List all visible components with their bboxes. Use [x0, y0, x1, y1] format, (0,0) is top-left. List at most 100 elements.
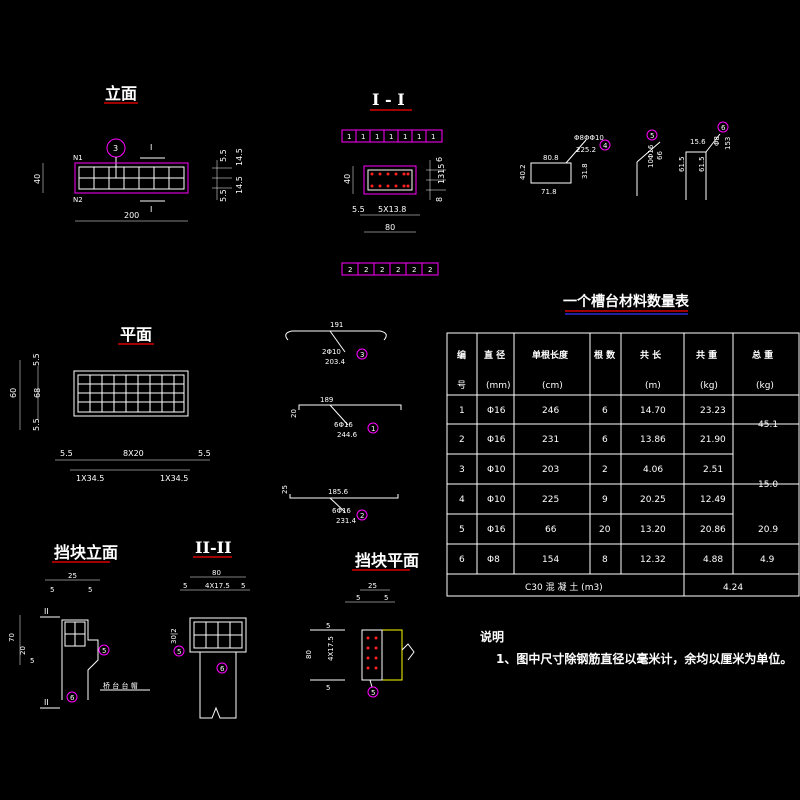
rebar-4-spec: Φ8ΦΦ10: [574, 134, 604, 142]
rebar-5-length: 66: [656, 151, 664, 160]
block-plan-view: 挡块平面 25 5 5 80 4X17.5 5 5 5: [305, 551, 419, 698]
dim-5-right: 5: [88, 586, 92, 594]
dim-5-right: 5: [384, 594, 388, 602]
rebar-3-top: 191: [330, 321, 343, 329]
svg-text:20.25: 20.25: [640, 495, 666, 505]
svg-text:6: 6: [70, 694, 75, 702]
svg-text:2: 2: [396, 266, 400, 274]
rebar-5-circle: [367, 686, 379, 698]
dim-5-bottom: 5: [326, 684, 330, 692]
rebar-3-length: 203.4: [325, 358, 346, 366]
table-row: 5 Φ16 66 20 13.20 20.86: [459, 525, 726, 535]
rebar-3-spec: 2Φ10: [322, 348, 341, 356]
rebar-4-leader: [565, 139, 587, 164]
dim-14-5-bottom: 14.5: [235, 176, 244, 194]
section-outline: [363, 165, 417, 195]
plan-dim-1x34-5-left: 1X34.5: [76, 474, 104, 483]
elevation-title: 立面: [105, 84, 137, 103]
rebar-5-circle: [173, 645, 185, 657]
svg-text:6: 6: [721, 124, 726, 132]
rebar-5-circle: [646, 129, 658, 141]
svg-text:154: 154: [542, 555, 559, 565]
rebar-4-height: 40.2: [519, 164, 527, 180]
rebar-4-side: 31.8: [581, 163, 589, 179]
dim-5: 5: [30, 657, 34, 665]
svg-text:4.88: 4.88: [703, 555, 723, 565]
col-header-no: 编: [457, 349, 466, 361]
svg-text:Φ10: Φ10: [487, 465, 506, 475]
section-rebar-dots: [370, 172, 410, 188]
svg-text:Φ10: Φ10: [487, 495, 506, 505]
plan-dim-5-5-right: 5.5: [198, 449, 211, 458]
dim-5x13-8: 5X13.8: [378, 205, 406, 214]
rebar-1-length: 244.6: [337, 431, 358, 439]
dim-4x17-5: 4X17.5: [327, 636, 335, 661]
rebar-4-circle: [599, 139, 611, 151]
rebar-5-spec: 10Φ16: [647, 144, 655, 168]
rebar-grid: [79, 167, 184, 189]
svg-text:6: 6: [220, 665, 225, 673]
rebar-6-circle: [717, 121, 729, 133]
col-header-grand-weight: 总 重: [752, 349, 773, 361]
block-rebar-dots: [366, 636, 378, 670]
section-mark-bottom: II: [44, 698, 49, 707]
svg-text:2: 2: [459, 435, 465, 445]
section-outline: [189, 617, 247, 653]
block-body: [361, 629, 383, 681]
block-elevation-title: 挡块立面: [54, 543, 118, 562]
rebar-2-top: 185.6: [328, 488, 349, 496]
svg-text:12.49: 12.49: [700, 495, 726, 505]
rebar-details-mid: 191 2Φ10 203.4 3 189 20 6Φ16 244.6 1 185…: [281, 321, 402, 525]
total-weight-rows-3-4: 15.0: [758, 480, 778, 490]
dim-70: 70: [8, 633, 16, 642]
abutment-cap-label: 桥 台 台 帽: [103, 681, 138, 690]
break-line: [401, 643, 415, 661]
rebar-marker-number: 3: [113, 144, 118, 153]
svg-text:8: 8: [602, 555, 608, 565]
svg-text:23.23: 23.23: [700, 406, 726, 416]
notes: 说明 1、图中尺寸除钢筋直径以毫米计，余均以厘米为单位。: [480, 629, 792, 666]
dim-8: 8: [435, 197, 444, 202]
dim-5-left: 5: [50, 586, 54, 594]
svg-text:14.70: 14.70: [640, 406, 666, 416]
concrete-label: C30 混 凝 土 (m3): [525, 581, 603, 593]
svg-text:6: 6: [459, 555, 465, 565]
section-2-title: II-II: [195, 538, 232, 557]
rebar-2-side: 25: [281, 485, 289, 494]
dim-width-200: 200: [124, 211, 139, 220]
svg-text:5: 5: [177, 648, 181, 656]
rebar-6-circle: [216, 662, 228, 674]
svg-text:1: 1: [459, 406, 465, 416]
svg-text:Φ8: Φ8: [487, 555, 500, 565]
total-weight-row-5: 20.9: [758, 525, 778, 535]
plan-dim-5-5-left: 5.5: [60, 449, 73, 458]
svg-text:4: 4: [603, 142, 608, 150]
svg-text:1: 1: [403, 133, 407, 141]
svg-text:5: 5: [650, 132, 654, 140]
svg-text:2: 2: [348, 266, 352, 274]
svg-text:9: 9: [602, 495, 608, 505]
rebar-4-length: 225.2: [576, 146, 596, 154]
section-1-view: I - I 1 1 1 1 1 1 1 40 6 1315 8: [341, 90, 446, 276]
plan-dim-60: 60: [9, 388, 18, 398]
svg-text:3: 3: [459, 465, 465, 475]
rebar-1-side: 20: [290, 409, 298, 418]
svg-text:12.32: 12.32: [640, 555, 666, 565]
svg-text:203: 203: [542, 465, 559, 475]
plan-view: 平面 5.5 60 68 5.5 5.5 8X20 5.5 1X34.5 1X3…: [9, 325, 211, 483]
col-header-diameter: 直 径: [484, 349, 505, 361]
table-title: 一个槽台材料数量表: [563, 293, 690, 310]
plan-dim-5-5-bottom: 5.5: [32, 418, 41, 431]
bottom-rebar-cells: 2 2 2 2 2 2: [341, 262, 439, 276]
svg-text:(kg): (kg): [700, 381, 718, 391]
plan-rebar-grid: [78, 375, 184, 412]
table-row: 6 Φ8 154 8 12.32 4.88: [459, 555, 723, 565]
svg-text:2.51: 2.51: [703, 465, 723, 475]
plan-title: 平面: [120, 325, 152, 344]
rebar-4-width: 80.8: [543, 154, 559, 162]
svg-text:2: 2: [380, 266, 384, 274]
rebar-2-spec: 6Φ16: [332, 507, 351, 515]
dim-width-80: 80: [385, 223, 395, 232]
svg-text:5: 5: [102, 647, 106, 655]
